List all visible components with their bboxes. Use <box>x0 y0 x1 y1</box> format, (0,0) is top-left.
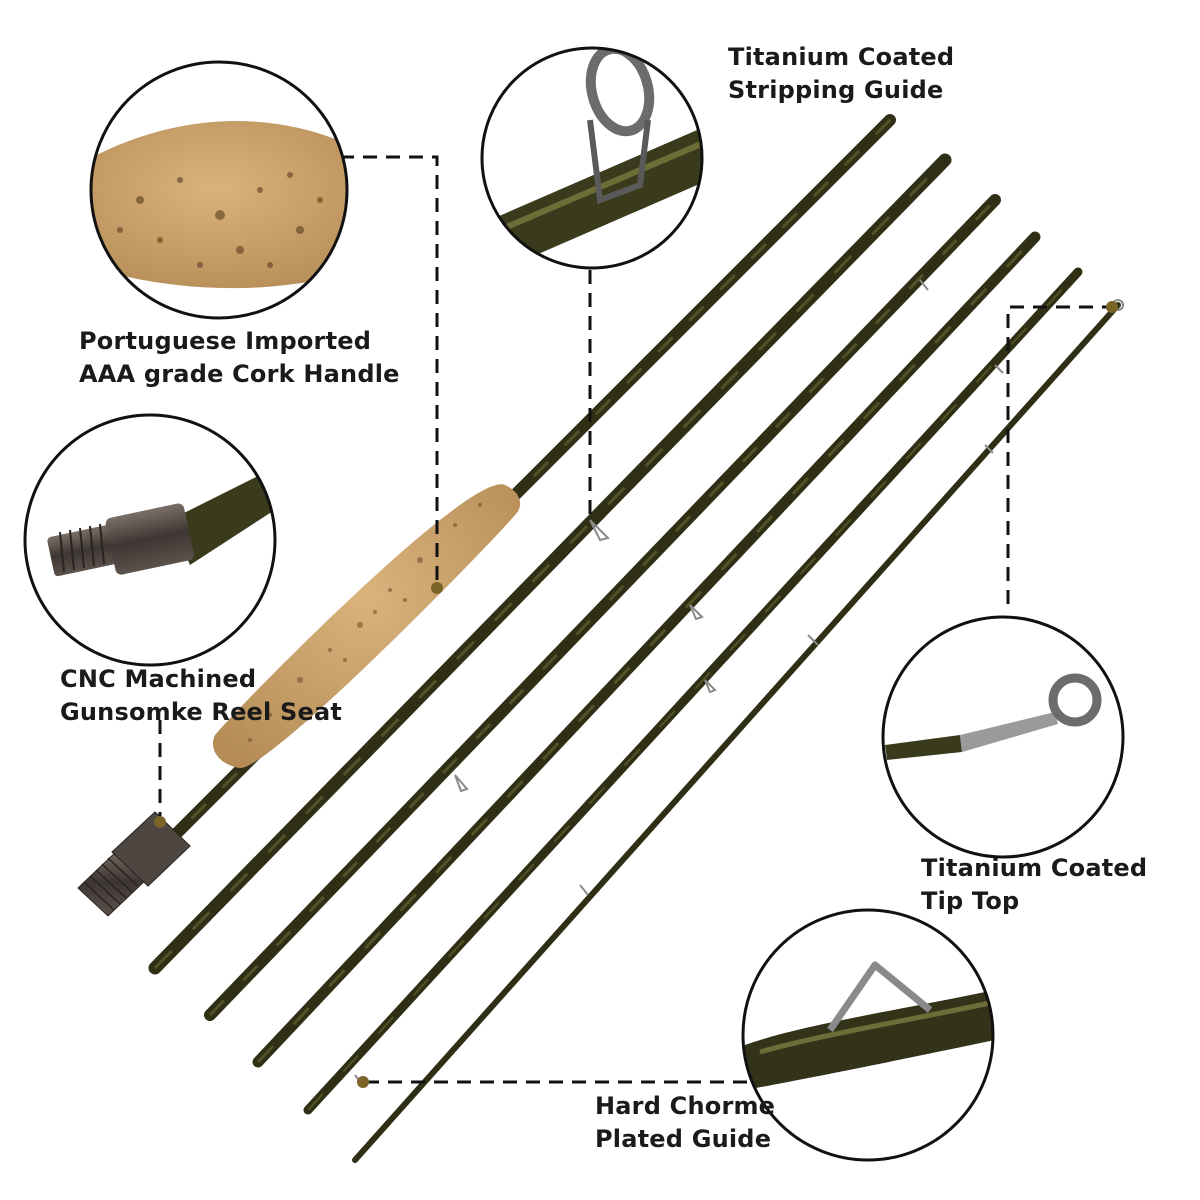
label-reel-seat: CNC Machined Gunsomke Reel Seat <box>60 663 342 729</box>
label-chrome-guide: Hard Chorme Plated Guide <box>595 1090 775 1156</box>
cork-handle <box>212 484 521 769</box>
label-reel-seat-line2: Gunsomke Reel Seat <box>60 698 343 726</box>
detail-circle-reel-seat <box>23 413 277 667</box>
reel-seat <box>77 811 191 917</box>
label-stripping-guide-line1: Titanium Coated <box>728 43 955 71</box>
callout-line-cork <box>340 155 439 588</box>
detail-circle-cork-handle <box>89 60 349 320</box>
rod-tip-section <box>352 302 1121 1163</box>
label-cork-handle-line1: Portuguese Imported <box>79 327 372 355</box>
label-chrome-guide-line2: Plated Guide <box>595 1125 772 1153</box>
detail-circle-tip-top <box>881 615 1125 859</box>
label-tip-top: Titanium Coated Tip Top <box>921 852 1147 918</box>
label-stripping-guide-line2: Stripping Guide <box>728 76 944 104</box>
label-stripping-guide: Titanium Coated Stripping Guide <box>728 41 954 107</box>
label-reel-seat-line1: CNC Machined <box>60 665 257 693</box>
detail-circle-chrome-guide <box>741 908 995 1162</box>
label-tip-top-line1: Titanium Coated <box>921 854 1148 882</box>
label-cork-handle: Portuguese Imported AAA grade Cork Handl… <box>79 325 400 391</box>
callout-line-tip-top <box>1006 305 1110 604</box>
rod-section-3 <box>204 194 1001 1021</box>
detail-circle-stripping-guide <box>480 46 704 270</box>
label-cork-handle-line2: AAA grade Cork Handle <box>79 360 400 388</box>
callout-dot-cork <box>431 582 443 594</box>
label-chrome-guide-line1: Hard Chorme <box>595 1092 776 1120</box>
callout-lines <box>158 155 1110 1084</box>
callout-dot-reel-seat <box>154 816 166 828</box>
label-tip-top-line2: Tip Top <box>921 887 1020 915</box>
callout-dot-tip-top <box>1106 301 1118 313</box>
callout-dot-chrome-guide <box>357 1076 369 1088</box>
rod-sections <box>77 114 1124 1163</box>
